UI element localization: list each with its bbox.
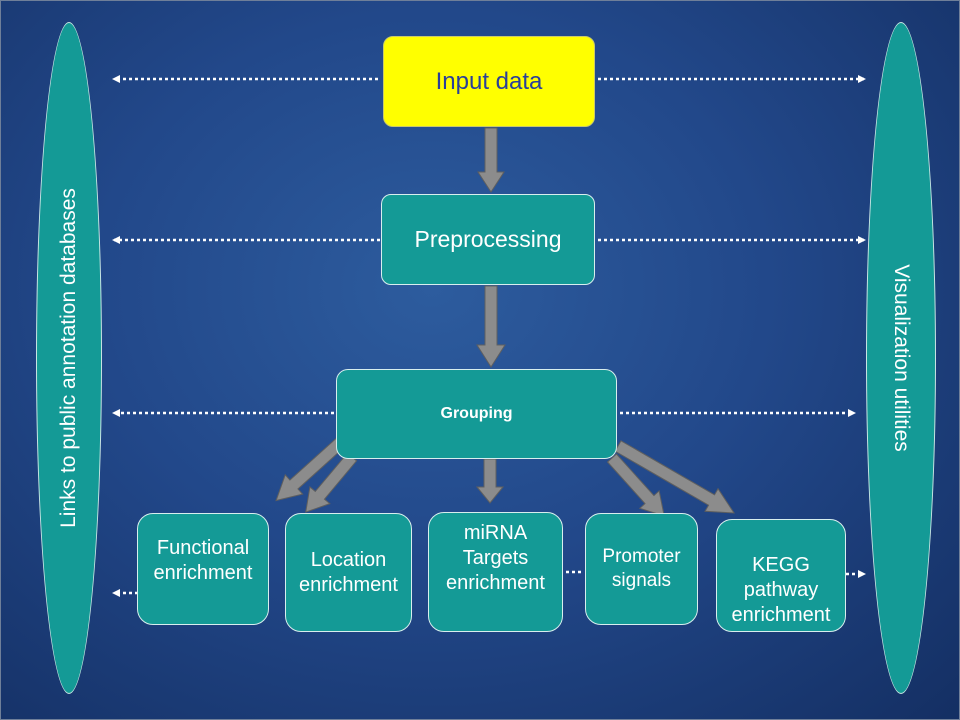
dotted-link-row-4 — [112, 570, 866, 597]
mirna-targets-node: miRNA Targets enrichment — [428, 512, 563, 632]
right-pillar: Visualization utilities — [866, 22, 936, 694]
functional-enrichment-label: Functional enrichment — [153, 537, 253, 584]
mirna-targets-label: miRNA Targets enrichment — [446, 521, 545, 594]
arrow-grouping-to-kegg — [614, 440, 736, 514]
flow-arrows — [275, 127, 736, 517]
location-enrichment-node: Location enrichment — [285, 513, 412, 632]
arrow-grouping-to-functional — [275, 437, 345, 502]
grouping-node: Grouping — [336, 369, 617, 459]
arrow-input-to-preprocessing — [477, 127, 505, 193]
preprocessing-node: Preprocessing — [381, 194, 595, 285]
promoter-signals-node: Promoter signals — [585, 513, 698, 625]
arrow-grouping-to-mirna — [475, 458, 505, 504]
input-data-node: Input data — [383, 36, 595, 127]
promoter-signals-label: Promoter signals — [602, 546, 681, 591]
left-pillar: Links to public annotation databases — [36, 22, 102, 694]
grouping-label: Grouping — [440, 405, 513, 422]
preprocessing-label: Preprocessing — [414, 226, 562, 253]
kegg-pathway-node: KEGG pathway enrichment — [716, 519, 846, 632]
left-pillar-label: Links to public annotation databases — [57, 188, 80, 528]
functional-enrichment-node: Functional enrichment — [137, 513, 269, 625]
arrow-preprocessing-to-grouping — [476, 285, 506, 368]
right-pillar-label: Visualization utilities — [890, 264, 913, 452]
input-data-label: Input data — [435, 67, 543, 95]
arrow-grouping-to-promoter — [606, 453, 665, 517]
kegg-pathway-label: KEGG pathway enrichment — [731, 554, 831, 626]
location-enrichment-label: Location enrichment — [299, 548, 398, 596]
arrow-grouping-to-location — [305, 452, 358, 513]
